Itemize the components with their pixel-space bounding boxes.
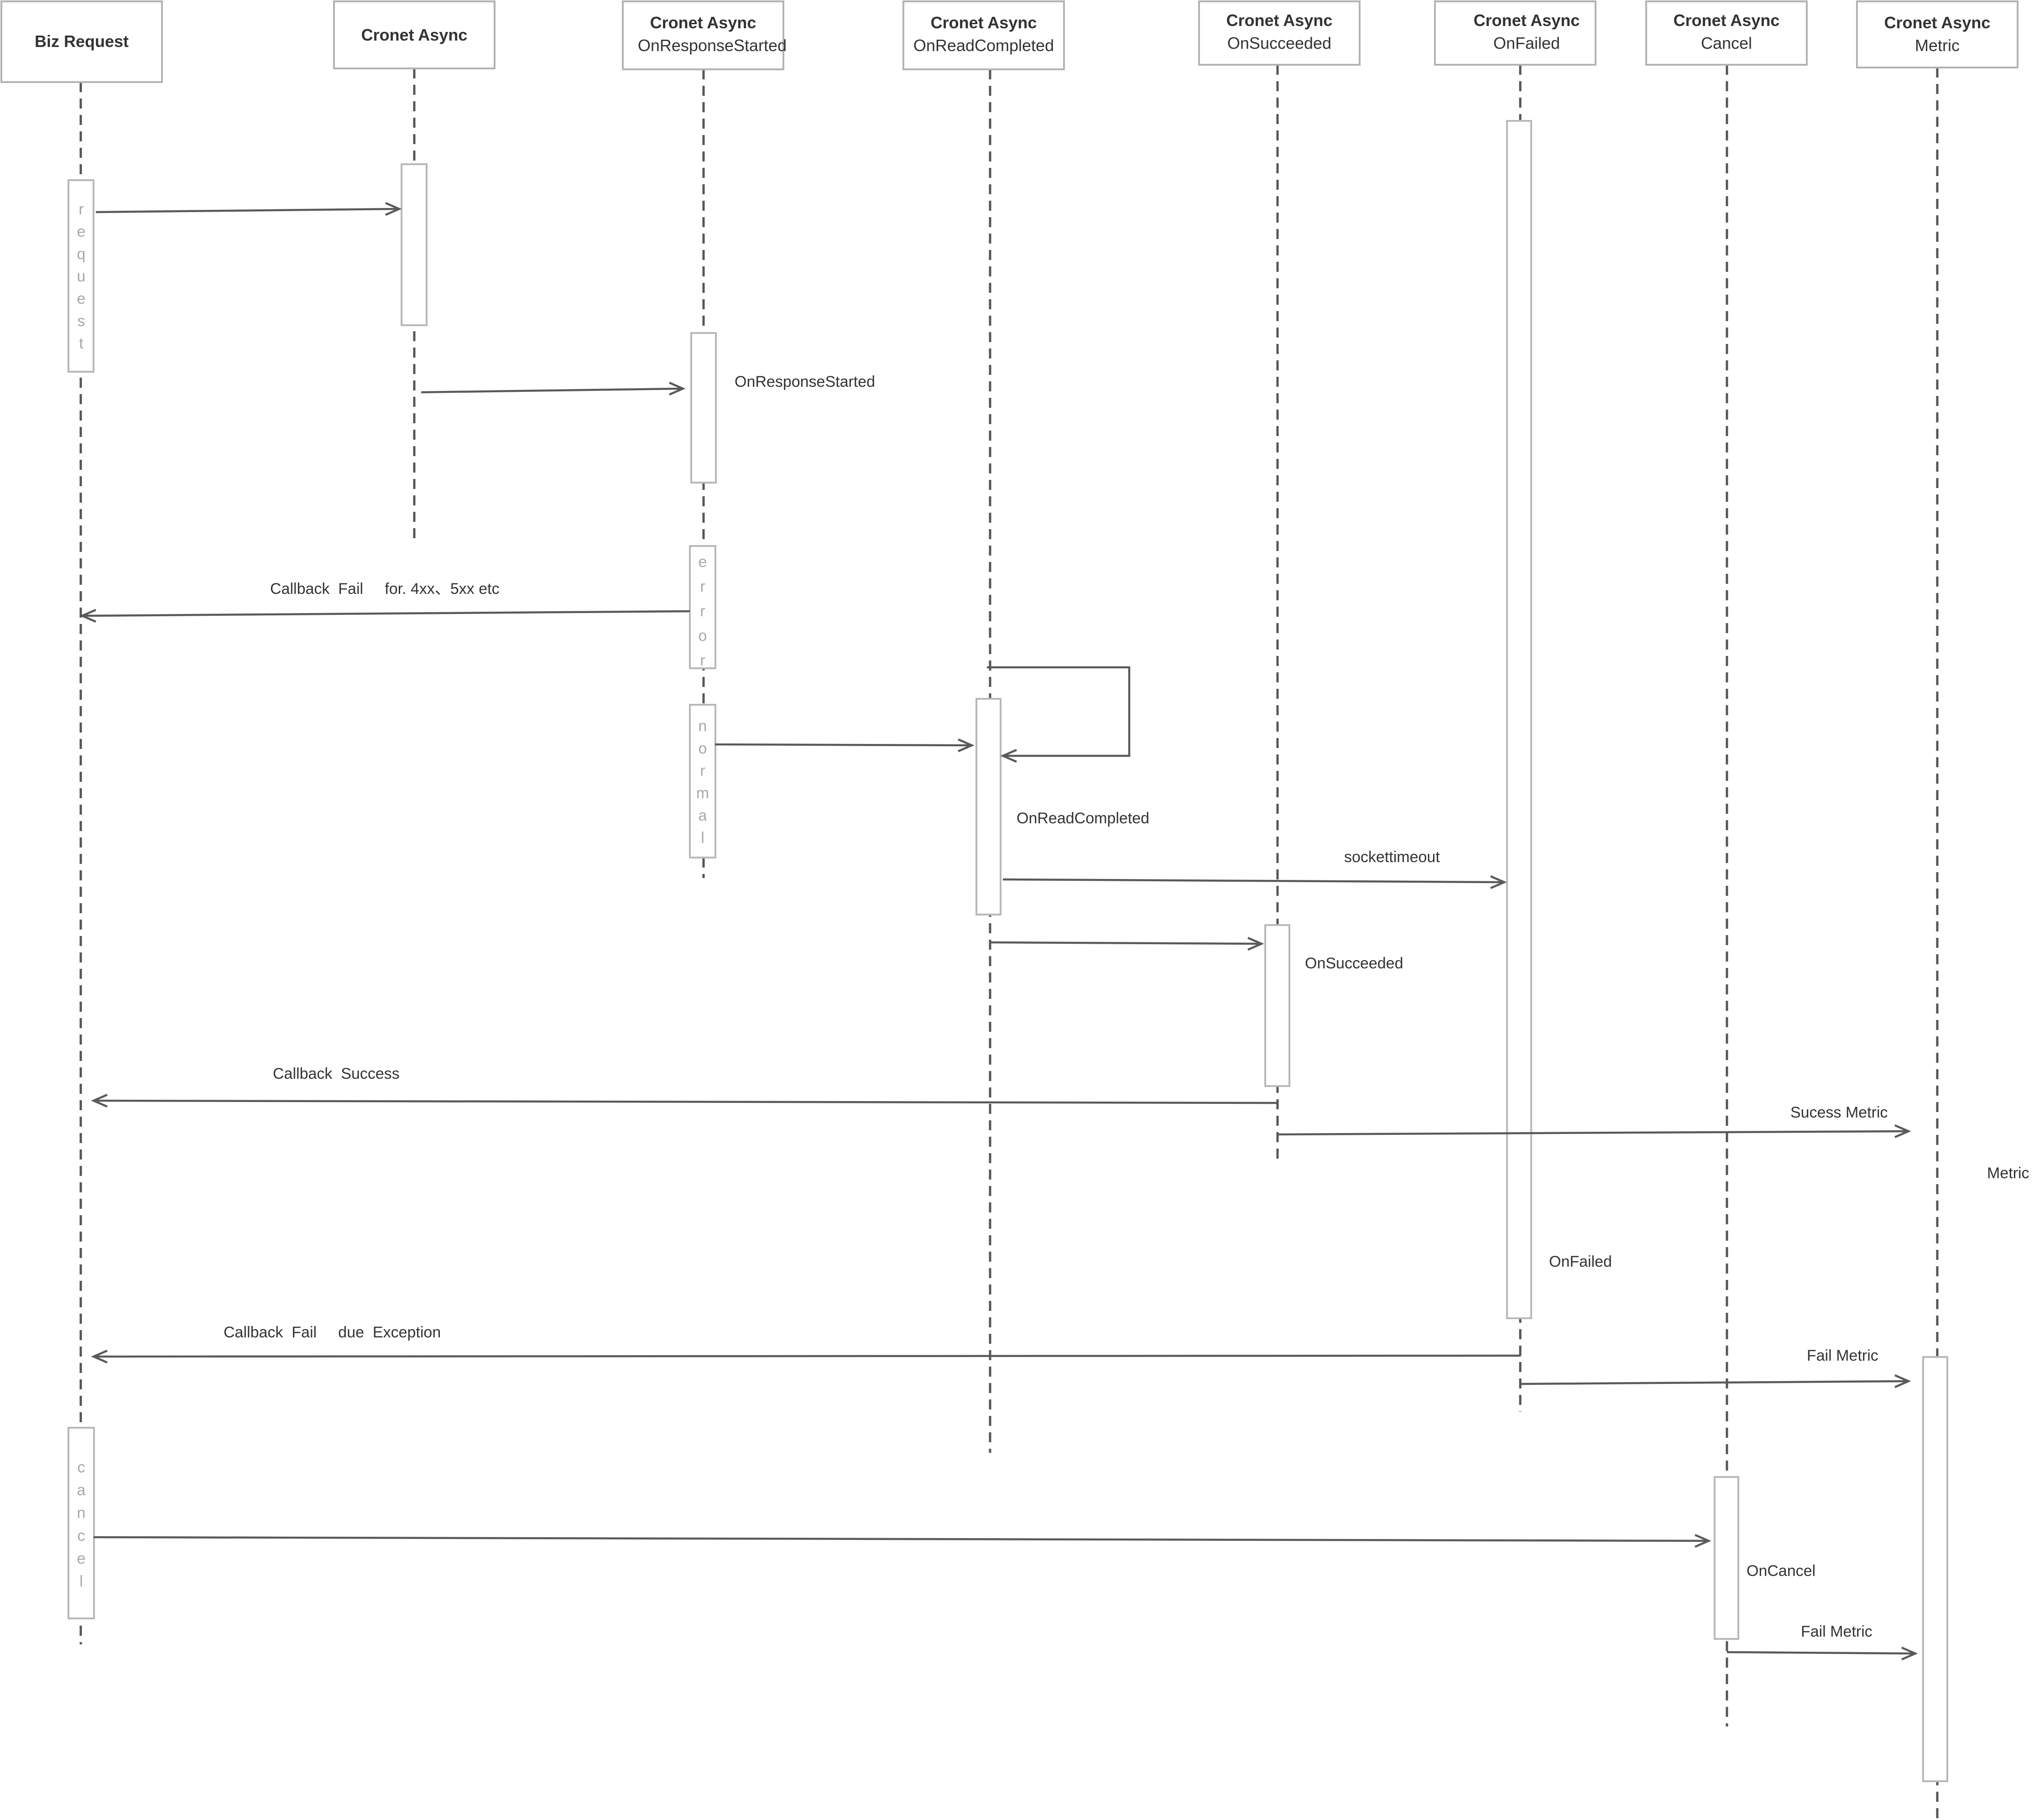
lifeline-title: Cronet Async [1674, 11, 1780, 30]
message-label: Sucess Metric [1790, 1104, 1888, 1121]
lifeline-subtitle: OnSucceeded [1227, 34, 1331, 52]
lifeline-header-started: Cronet Async OnResponseStarted [622, 0, 787, 70]
lifeline-header-read: Cronet Async OnReadCompleted [902, 0, 1065, 70]
message-label: Fail Metric [1801, 1623, 1872, 1640]
activation-normal [689, 704, 716, 858]
note-on-response-started: OnResponseStarted [735, 373, 875, 390]
activation-request [68, 179, 94, 373]
lifeline-header-cancel: Cronet Async Cancel [1645, 0, 1808, 66]
message-label: Callback Fail due Exception [224, 1324, 441, 1341]
activation-succeeded [1264, 924, 1290, 1087]
lifeline-header-biz: Biz Request [0, 0, 163, 83]
note-on-succeeded: OnSucceeded [1305, 955, 1403, 972]
activation-failed [1506, 120, 1532, 1319]
note-on-cancel: OnCancel [1747, 1562, 1815, 1580]
lifeline-header-failed: Cronet Async OnFailed [1434, 0, 1596, 66]
message-callback-success: Callback Success [91, 1065, 1277, 1108]
lifeline-subtitle: Metric [1915, 36, 1960, 55]
lifeline-header-succeeded: Cronet Async OnSucceeded [1198, 0, 1361, 66]
message-cancel [93, 1534, 1711, 1548]
lifeline-title: Cronet Async [1226, 11, 1333, 30]
lifeline-title: Cronet Async [1474, 11, 1580, 30]
activation-metric [1922, 1356, 1948, 1782]
activation-cronet [401, 163, 428, 326]
message-sockettimeout: sockettimeout [1002, 848, 1507, 889]
lifeline-title: Biz Request [35, 32, 129, 51]
message-label: Callback Fail for. 4xx、5xx etc [270, 580, 500, 598]
activation-cancel [1714, 1476, 1739, 1640]
message-fail-metric-2: Fail Metric [1726, 1623, 1918, 1661]
lifeline-subtitle: OnFailed [1493, 34, 1560, 52]
lifeline-subtitle: Cancel [1701, 34, 1752, 52]
lifeline-title: Cronet Async [361, 26, 468, 44]
lifeline-header-cronet: Cronet Async [333, 0, 495, 69]
message-label: Callback Success [273, 1065, 400, 1082]
activation-cancel-biz [68, 1427, 95, 1619]
lifeline-title: Cronet Async [650, 13, 756, 32]
message-callback-fail-exception: Callback Fail due Exception [91, 1324, 1521, 1364]
lifeline-subtitle: OnReadCompleted [913, 36, 1054, 55]
message-to-started [421, 381, 686, 396]
message-fail-metric-1: Fail Metric [1520, 1347, 1911, 1388]
message-label: sockettimeout [1344, 848, 1440, 866]
activation-read [975, 698, 1001, 915]
note-metric: Metric [1987, 1165, 2029, 1182]
message-request [95, 202, 402, 216]
activation-error [689, 545, 716, 669]
message-to-succeeded [990, 936, 1264, 951]
lifeline-subtitle: OnResponseStarted [638, 36, 787, 55]
note-on-failed: OnFailed [1549, 1253, 1612, 1270]
message-label: Fail Metric [1807, 1347, 1878, 1364]
activation-started [690, 332, 717, 484]
lifeline-title: Cronet Async [931, 13, 1037, 32]
message-sucess-metric: Sucess Metric [1277, 1104, 1911, 1139]
lifeline-title: Cronet Async [1884, 13, 1991, 32]
lifeline-header-metric: Cronet Async Metric [1856, 0, 2018, 68]
note-on-read-completed: OnReadCompleted [1017, 810, 1149, 827]
message-to-read [715, 738, 975, 753]
message-self-loop-read [987, 666, 1131, 763]
message-callback-fail-4xx: Callback Fail for. 4xx、5xx etc [79, 580, 690, 623]
